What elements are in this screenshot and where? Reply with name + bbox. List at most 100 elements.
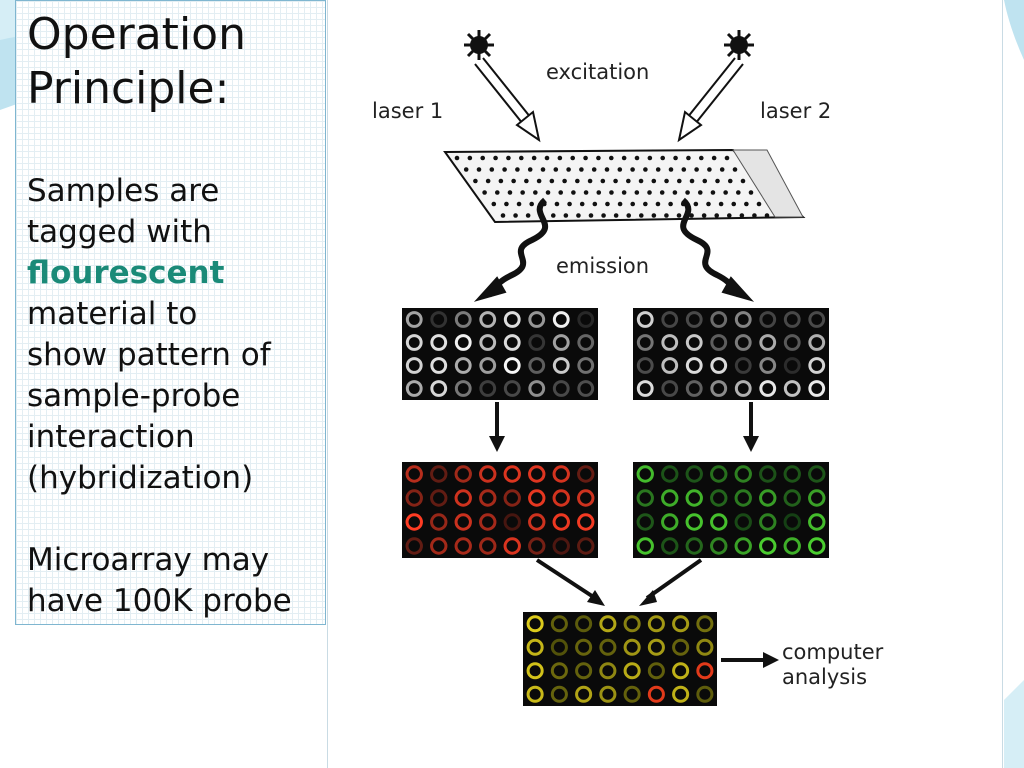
spot bbox=[430, 357, 448, 374]
spot bbox=[685, 537, 703, 555]
spot bbox=[672, 615, 690, 633]
slide-dot bbox=[506, 155, 511, 161]
spot bbox=[430, 537, 448, 555]
spot bbox=[503, 334, 521, 351]
merge-arrow-left bbox=[535, 558, 605, 606]
slide-dot bbox=[643, 201, 648, 207]
laser2-label: laser 2 bbox=[760, 99, 832, 123]
spot bbox=[808, 489, 826, 507]
slide-dot bbox=[525, 213, 531, 218]
spot bbox=[647, 662, 665, 680]
laser1-label: laser 1 bbox=[372, 99, 444, 123]
spot bbox=[808, 357, 826, 374]
spot bbox=[696, 662, 714, 680]
slide-dot bbox=[701, 213, 707, 218]
slide-dot bbox=[583, 155, 588, 161]
slide-dot bbox=[515, 167, 520, 172]
slide-dot bbox=[740, 178, 746, 184]
computer-arrow bbox=[721, 652, 779, 668]
slide-dot bbox=[558, 190, 564, 195]
slide-dot bbox=[668, 201, 673, 207]
laser2-star-icon bbox=[724, 30, 754, 60]
slide-dot bbox=[673, 155, 678, 161]
slide-dot bbox=[647, 155, 653, 161]
spot bbox=[575, 615, 593, 633]
slide-dot bbox=[664, 213, 669, 218]
spot bbox=[550, 685, 568, 703]
spot bbox=[685, 513, 703, 531]
text-panel bbox=[15, 0, 326, 625]
spot bbox=[661, 513, 679, 531]
slide-dot bbox=[702, 178, 708, 184]
spot bbox=[759, 380, 777, 397]
slide-dot bbox=[651, 178, 657, 184]
spot bbox=[636, 380, 654, 397]
spot bbox=[759, 357, 777, 374]
excitation-label: excitation bbox=[546, 60, 650, 84]
slide-dot bbox=[698, 155, 704, 161]
spot bbox=[430, 380, 448, 397]
spot bbox=[550, 615, 568, 633]
spot bbox=[528, 334, 546, 351]
spot bbox=[454, 357, 472, 374]
spot bbox=[479, 489, 497, 507]
slide-dot bbox=[718, 201, 724, 207]
slide-dot bbox=[601, 213, 606, 218]
slide-dot bbox=[714, 213, 720, 218]
slide-dot bbox=[536, 178, 542, 184]
slide-dot bbox=[504, 201, 509, 207]
spot bbox=[623, 685, 641, 703]
spot bbox=[623, 638, 641, 656]
slide-dot bbox=[579, 201, 585, 207]
spot bbox=[808, 311, 826, 328]
slide-dot bbox=[513, 213, 518, 218]
slide-dot bbox=[748, 190, 754, 195]
spot bbox=[479, 537, 497, 555]
spot bbox=[577, 380, 595, 397]
slide-dot bbox=[489, 167, 495, 172]
slide-dot bbox=[554, 201, 560, 207]
slide-dot bbox=[689, 178, 695, 184]
down-arrow-left bbox=[489, 402, 505, 452]
slide-dot bbox=[655, 201, 661, 207]
slide-dot bbox=[638, 213, 644, 218]
spot bbox=[661, 357, 679, 374]
slide-dot bbox=[507, 190, 513, 195]
slide-dot bbox=[731, 201, 737, 207]
slide-dot bbox=[672, 190, 678, 195]
spot bbox=[783, 489, 801, 507]
slide-dot bbox=[617, 167, 623, 172]
spot bbox=[808, 537, 826, 555]
slide-dot bbox=[613, 213, 619, 218]
body-line: sample-probe bbox=[27, 378, 241, 414]
spot bbox=[734, 537, 752, 555]
spot bbox=[577, 489, 595, 507]
spot bbox=[503, 537, 521, 555]
spot bbox=[430, 513, 448, 531]
slide-dot bbox=[587, 178, 593, 184]
spot bbox=[552, 311, 570, 328]
microarray-slide bbox=[443, 148, 806, 224]
slide-dot bbox=[454, 155, 460, 161]
slide-dot bbox=[545, 190, 551, 195]
slide-dot bbox=[660, 155, 666, 161]
slide-dot bbox=[659, 190, 665, 195]
body-line: Samples are bbox=[27, 173, 220, 209]
spot bbox=[710, 357, 728, 374]
slide-dot bbox=[621, 190, 627, 195]
slide-dot bbox=[707, 167, 712, 172]
slide-dot bbox=[553, 167, 559, 172]
slide-dot bbox=[498, 178, 504, 184]
spot bbox=[503, 513, 521, 531]
slide-dot bbox=[756, 201, 762, 207]
spot bbox=[734, 513, 752, 531]
slide-body: Samples are tagged with flourescent mate… bbox=[27, 171, 292, 622]
slide-dot bbox=[567, 201, 572, 207]
spot bbox=[405, 334, 423, 351]
slide-dot bbox=[710, 190, 716, 195]
body-line: have 100K probe bbox=[27, 583, 292, 619]
spot bbox=[479, 380, 497, 397]
slide-dot bbox=[715, 178, 720, 184]
spot bbox=[454, 380, 472, 397]
slide-dot bbox=[655, 167, 661, 172]
